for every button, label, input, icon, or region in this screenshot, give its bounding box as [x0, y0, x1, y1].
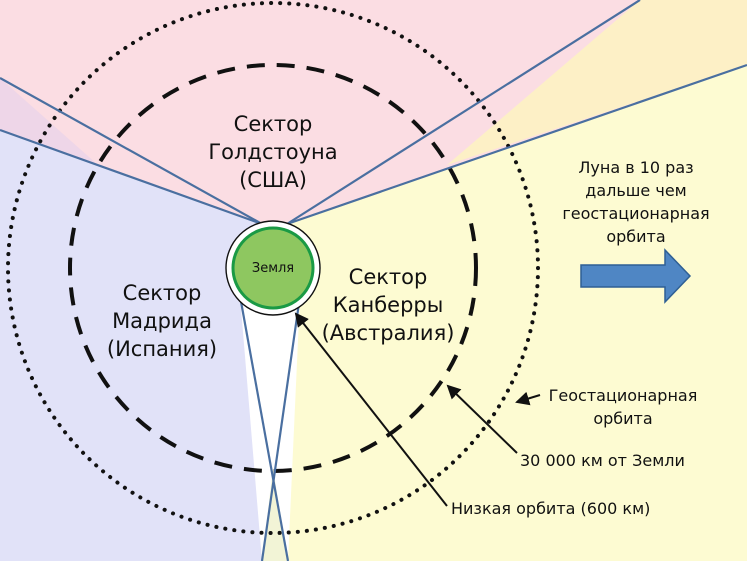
goldstone-madrid-overlap — [0, 78, 98, 165]
distance-label: 30 000 км от Земли — [520, 451, 685, 470]
gap-region — [98, 165, 447, 468]
madrid-label-line1: Сектор — [123, 281, 202, 305]
canberra-label-line2: Канберры — [333, 293, 444, 317]
goldstone-canberra-overlap — [447, 0, 747, 165]
mid-orbit-ring — [68, 63, 478, 473]
low-orbit-label: Низкая орбита (600 км) — [451, 499, 650, 518]
madrid-label-line3: (Испания) — [107, 337, 217, 361]
distance-pointer — [446, 384, 518, 454]
low-orbit-pointer — [294, 312, 448, 507]
geo-orbit-label-line2: орбита — [593, 409, 652, 428]
earth-globe — [231, 226, 315, 310]
moon-note-line2: дальше чем — [585, 181, 686, 200]
canberra-sector — [287, 65, 747, 561]
goldstone-sector — [0, 0, 747, 224]
moon-note-line3: геостационарная — [562, 204, 709, 223]
geostationary-orbit-ring — [6, 1, 540, 535]
geo-orbit-label-line1: Геостационарная — [549, 386, 698, 405]
moon-note-line4: орбита — [606, 227, 665, 246]
madrid-canberra-overlap — [262, 468, 288, 561]
moon-direction-arrow — [580, 248, 692, 304]
moon-note-line1: Луна в 10 раз — [578, 158, 693, 177]
canberra-label-line1: Сектор — [349, 265, 428, 289]
goldstone-label-line1: Сектор — [234, 112, 313, 136]
goldstone-label-line3: (США) — [239, 168, 307, 192]
goldstone-label-line2: Голдстоуна — [208, 140, 337, 164]
earth-label: Земля — [252, 261, 294, 276]
canberra-label-line3: (Австралия) — [322, 321, 455, 345]
madrid-label-line2: Мадрида — [112, 309, 212, 333]
madrid-sector — [0, 130, 262, 561]
geo-orbit-pointer — [515, 391, 541, 406]
